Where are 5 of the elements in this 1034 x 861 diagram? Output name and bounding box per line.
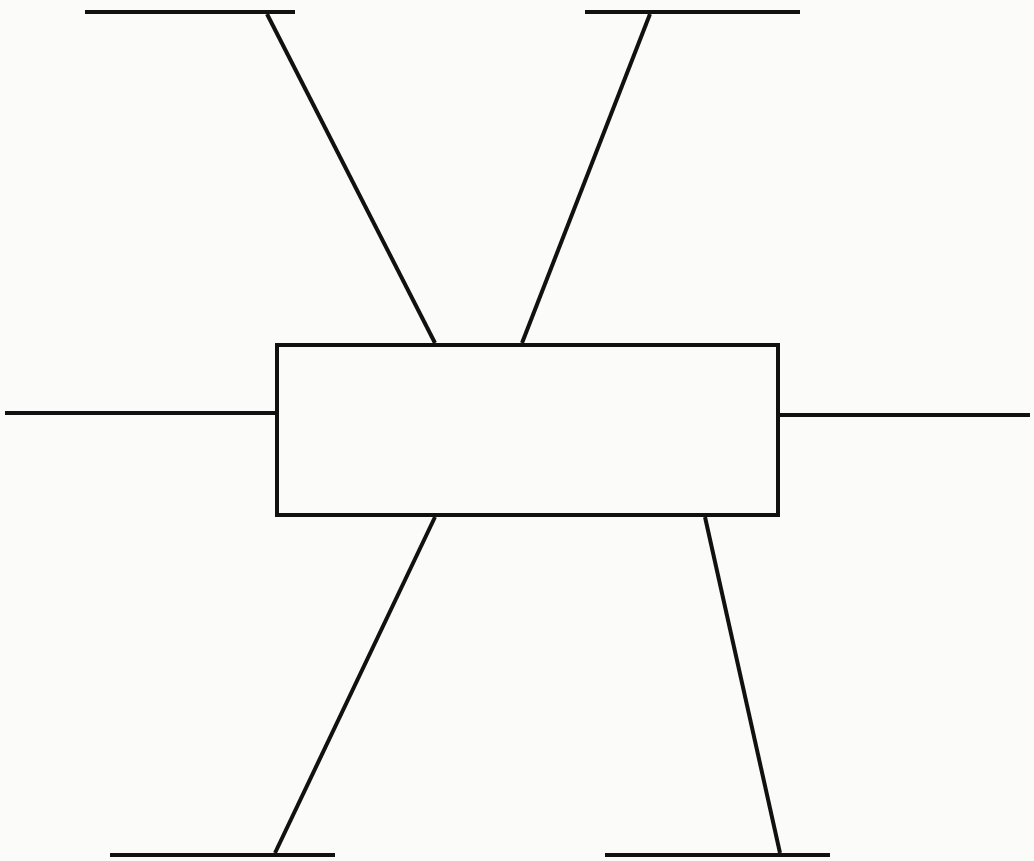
answer-box — [275, 343, 780, 517]
connector-line — [273, 516, 437, 854]
connector-line — [520, 13, 652, 344]
connector-line — [703, 516, 782, 854]
connector-line — [265, 13, 437, 344]
